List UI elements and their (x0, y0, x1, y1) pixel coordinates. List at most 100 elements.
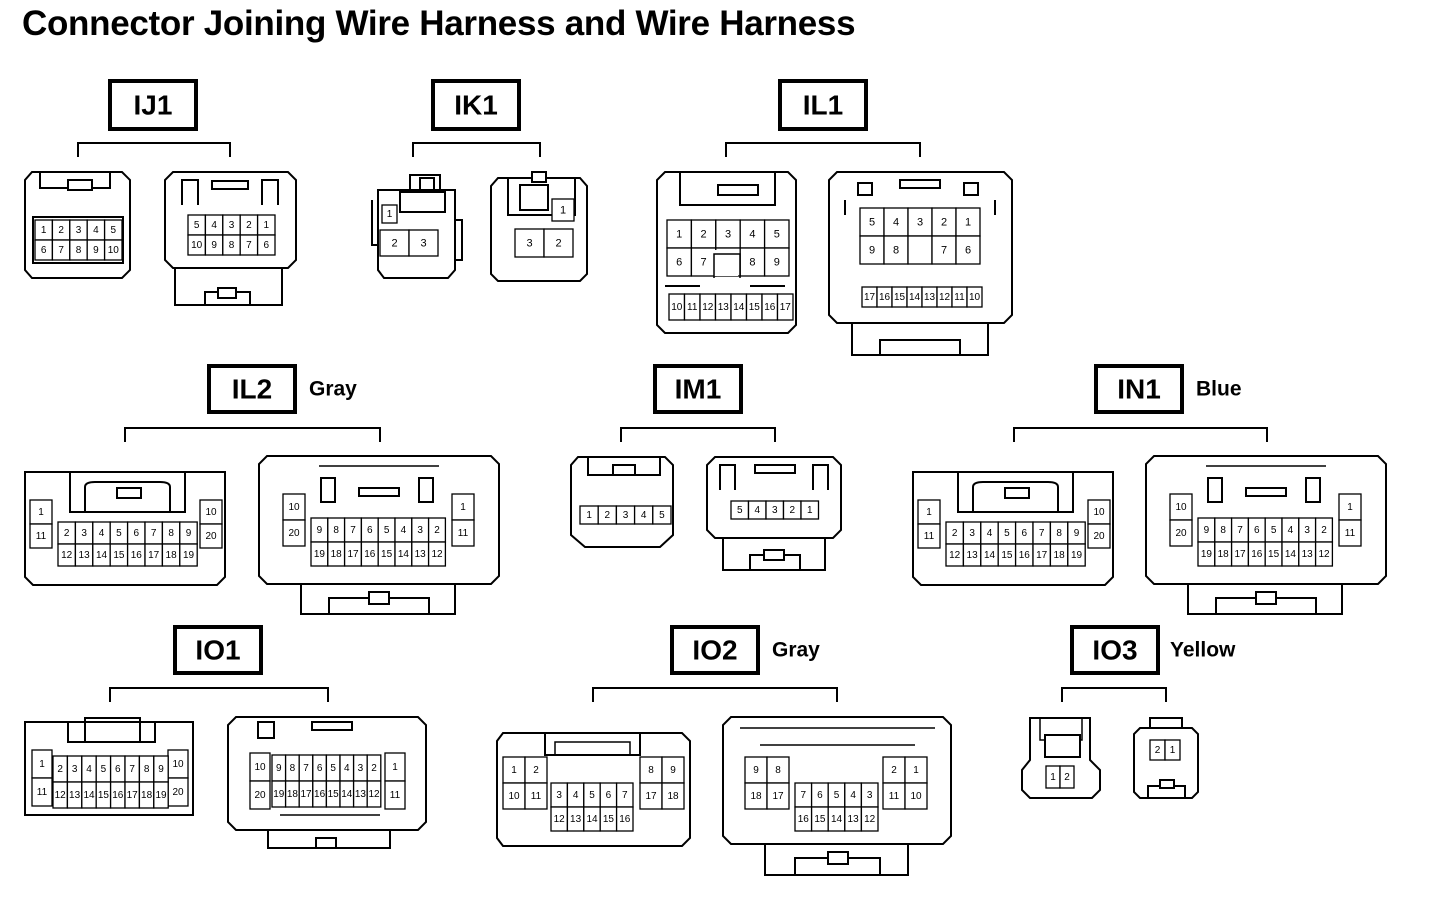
pin-number: 5 (737, 505, 743, 516)
pin-number: 17 (1234, 549, 1246, 560)
connector-id: IM1 (675, 373, 722, 404)
pin-cell: 4 (394, 517, 413, 543)
pin-cell: 6 (126, 521, 146, 545)
connector-label-im1: IM1 (620, 364, 776, 442)
pin-cell: 11 (31, 777, 53, 807)
pin-number: 8 (168, 528, 174, 539)
pin-number: 14 (733, 302, 745, 313)
pin-number: 5 (330, 763, 336, 774)
pin-cell: 1 (666, 219, 693, 249)
pin-number: 1 (1347, 502, 1353, 513)
pin-number: 2 (246, 220, 252, 231)
pin-cell: 11 (384, 780, 406, 810)
pin-number: 9 (774, 256, 780, 268)
pin-cell: 17 (144, 543, 164, 567)
pin-cell: 16 (312, 780, 328, 808)
pin-cell: 13 (1298, 541, 1317, 567)
pin-number: 5 (869, 216, 875, 228)
pin-number: 3 (623, 510, 629, 521)
pin-cell: 4 (339, 754, 355, 782)
pin-number: 9 (158, 764, 164, 775)
pin-number: 4 (749, 228, 755, 240)
pin-number: 17 (127, 790, 139, 801)
pin-number: 7 (58, 245, 64, 256)
pin-number: 11 (36, 531, 47, 542)
pin-cell: 3 (860, 782, 879, 808)
pin-cell: 15 (997, 543, 1017, 567)
pin-number: 1 (926, 507, 932, 518)
pin-number: 18 (667, 791, 679, 802)
pin-cell: 4 (81, 755, 97, 783)
pin-number: 6 (317, 763, 323, 774)
pin-cell: 7 (343, 517, 363, 543)
pin-cell: 7 (124, 755, 141, 783)
pin-cell: 3 (715, 219, 741, 249)
pin-number: 19 (273, 789, 285, 800)
pin-cell: 12 (945, 543, 965, 567)
pin-cell: 1 (384, 752, 406, 782)
pin-number: 17 (347, 549, 359, 560)
pin-cell: 4 (92, 521, 111, 545)
pin-number: 13 (967, 550, 979, 561)
connector-id: IL2 (232, 373, 272, 404)
pin-number: 3 (72, 764, 78, 775)
pin-cell: 13 (411, 541, 430, 567)
pin-cell: 3 (411, 517, 430, 543)
pin-number: 14 (83, 790, 95, 801)
pin-number: 2 (789, 505, 795, 516)
pin-number: 4 (893, 216, 899, 228)
pin-number: 14 (341, 789, 353, 800)
pin-number: 8 (76, 245, 82, 256)
pin-number: 11 (458, 528, 469, 539)
pin-number: 6 (134, 528, 140, 539)
pin-number: 16 (764, 302, 776, 313)
pin-number: 13 (848, 814, 860, 825)
pin-cell: 1 (1164, 739, 1181, 761)
pin-number: 11 (390, 790, 401, 801)
pin-cell: 15 (325, 780, 341, 808)
pin-number: 16 (1019, 550, 1031, 561)
pin-number: 11 (889, 791, 900, 802)
pin-number: 10 (910, 791, 922, 802)
pin-cell: 8 (284, 754, 300, 782)
pin-cell: 3 (615, 505, 636, 525)
pin-number: 1 (38, 507, 44, 518)
pin-cell: 10 (282, 493, 306, 521)
pin-number: 6 (1022, 528, 1028, 539)
pin-cell: 2 (239, 214, 259, 236)
pin-number: 16 (112, 790, 124, 801)
pin-cell: 15 (377, 541, 396, 567)
pin-cell: 8 (1049, 521, 1069, 545)
pin-number: 4 (401, 525, 407, 536)
pin-number: 1 (460, 502, 466, 513)
pin-number: 10 (508, 791, 520, 802)
pin-cell: 16 (126, 543, 146, 567)
pin-number: 11 (954, 292, 965, 303)
pin-number: 4 (211, 220, 217, 231)
pin-cell: 18 (744, 782, 768, 810)
pin-number: 20 (1093, 531, 1105, 542)
pin-cell: 1 (29, 499, 53, 525)
pin-cell: 2 (57, 521, 77, 545)
pin-number: 4 (1288, 525, 1294, 536)
pin-number: 18 (1054, 550, 1066, 561)
pin-cell: 4 (566, 782, 585, 808)
pin-number: 1 (511, 765, 517, 776)
pin-cell: 1 (1045, 765, 1061, 789)
pin-number: 4 (641, 510, 647, 521)
pin-cell: 5 (997, 521, 1017, 545)
pin-cell: 10 (668, 293, 686, 321)
pin-number: 17 (772, 791, 784, 802)
pin-number: 6 (965, 244, 971, 256)
pin-cell: 14 (394, 541, 413, 567)
pin-number: 1 (586, 510, 592, 521)
pin-number: 1 (965, 216, 971, 228)
pin-number: 15 (381, 549, 393, 560)
pin-number: 14 (984, 550, 996, 561)
